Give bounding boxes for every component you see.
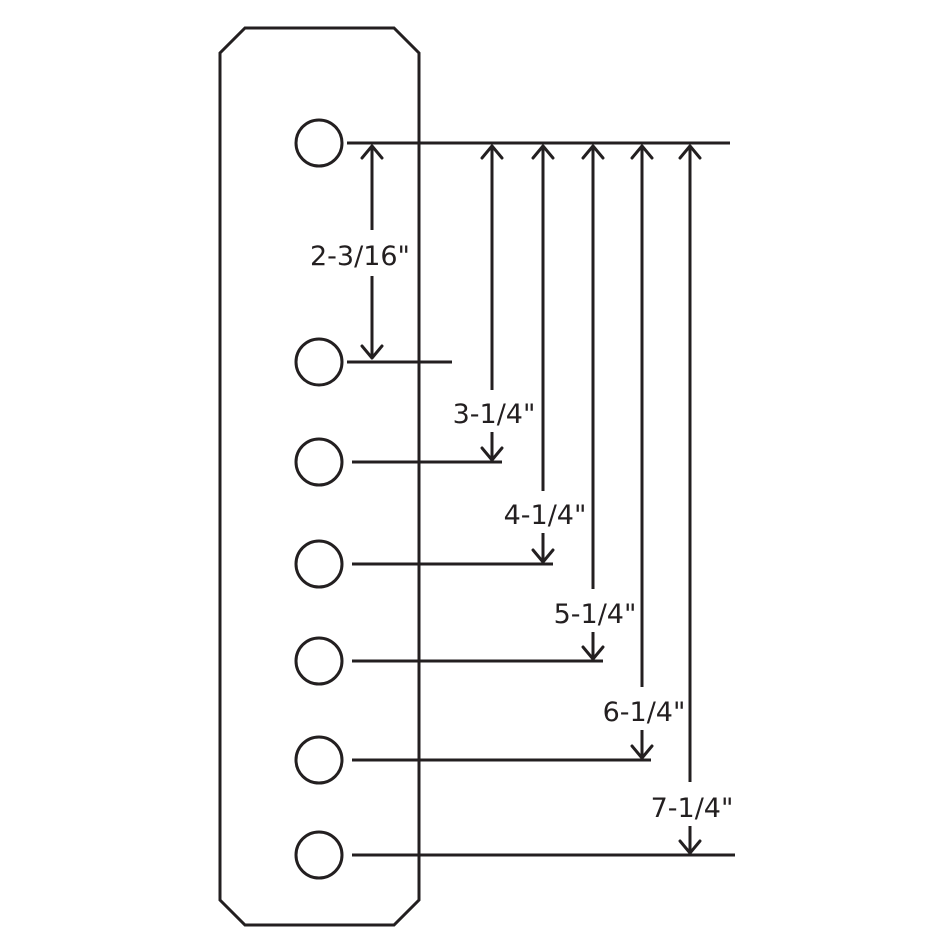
hole xyxy=(294,118,344,168)
arrow-down-icon xyxy=(678,839,702,855)
hole xyxy=(294,437,344,487)
dimension-label: 3-1/4" xyxy=(453,399,536,430)
arrow-up-icon xyxy=(678,144,702,160)
holes-group xyxy=(294,118,344,880)
arrow-down-icon xyxy=(360,344,384,360)
dimension-2-3-16: 2-3/16" xyxy=(310,144,410,360)
dimension-label: 4-1/4" xyxy=(504,500,587,531)
dimension-label: 5-1/4" xyxy=(554,599,637,630)
dimension-5-1-4: 5-1/4" xyxy=(554,144,637,661)
arrow-up-icon xyxy=(581,144,605,160)
hole xyxy=(294,830,344,880)
arrow-down-icon xyxy=(630,744,654,760)
dimension-6-1-4: 6-1/4" xyxy=(603,144,686,760)
dimension-4-1-4: 4-1/4" xyxy=(504,144,587,564)
dimension-7-1-4: 7-1/4" xyxy=(651,144,734,855)
arrow-up-icon xyxy=(480,144,504,160)
arrow-up-icon xyxy=(531,144,555,160)
arrow-down-icon xyxy=(480,446,504,462)
arrow-up-icon xyxy=(630,144,654,160)
hole xyxy=(294,539,344,589)
arrow-up-icon xyxy=(360,144,384,160)
arrow-down-icon xyxy=(531,548,555,564)
extension-lines xyxy=(347,141,735,857)
dimension-label: 6-1/4" xyxy=(603,697,686,728)
dimension-label: 7-1/4" xyxy=(651,793,734,824)
hole xyxy=(294,636,344,686)
arrow-down-icon xyxy=(581,645,605,661)
dimension-label: 2-3/16" xyxy=(310,241,410,272)
mounting-bar-outline xyxy=(218,26,421,927)
hole xyxy=(294,337,344,387)
hole xyxy=(294,735,344,785)
dimension-3-1-4: 3-1/4" xyxy=(453,144,536,462)
